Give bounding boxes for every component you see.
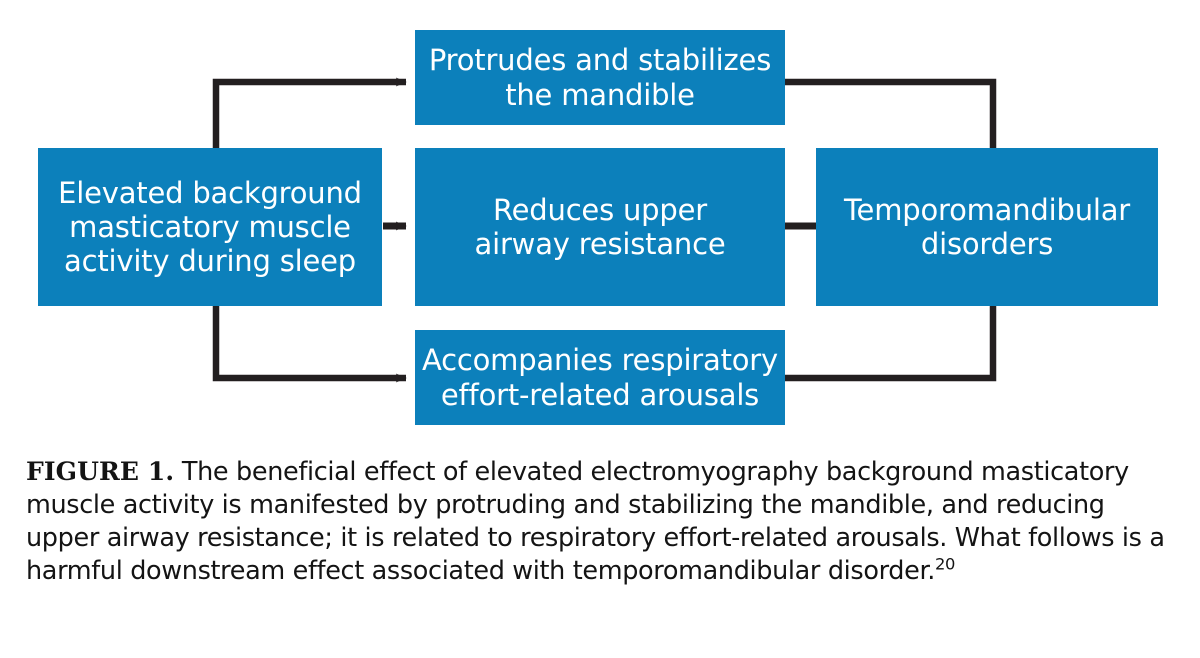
caption-reference-superscript: 20 <box>935 554 956 574</box>
node-label: Temporomandibular disorders <box>843 192 1131 261</box>
caption-body-text: The beneficial effect of elevated electr… <box>26 457 1165 587</box>
node-reduces-upper-airway-resistance[interactable]: Reduces upper airway resistance <box>415 148 785 306</box>
node-accompanies-respiratory-effort-related-arousals[interactable]: Accompanies respiratory effort-related a… <box>415 330 785 425</box>
figure-caption: FIGURE 1. The beneficial effect of eleva… <box>26 456 1176 589</box>
caption-paragraph: FIGURE 1. The beneficial effect of eleva… <box>26 456 1176 589</box>
node-label: Elevated background masticatory muscle a… <box>58 175 362 279</box>
node-label: Reduces upper airway resistance <box>474 192 726 261</box>
edge-protrude-to-tmd <box>785 78 997 150</box>
edge-source-to-arousal <box>212 306 407 383</box>
edge-tmd-to-arousal <box>785 304 997 382</box>
node-temporomandibular-disorders[interactable]: Temporomandibular disorders <box>816 148 1158 306</box>
node-label: Accompanies respiratory effort-related a… <box>422 343 778 412</box>
node-label: Protrudes and stabilizes the mandible <box>428 43 772 112</box>
caption-figure-label: FIGURE 1. <box>26 457 175 486</box>
flowchart-diagram: Elevated background masticatory muscle a… <box>38 30 1158 425</box>
node-elevated-background-masticatory-muscle-activity[interactable]: Elevated background masticatory muscle a… <box>38 148 382 306</box>
node-protrudes-and-stabilizes-the-mandible[interactable]: Protrudes and stabilizes the mandible <box>415 30 785 125</box>
